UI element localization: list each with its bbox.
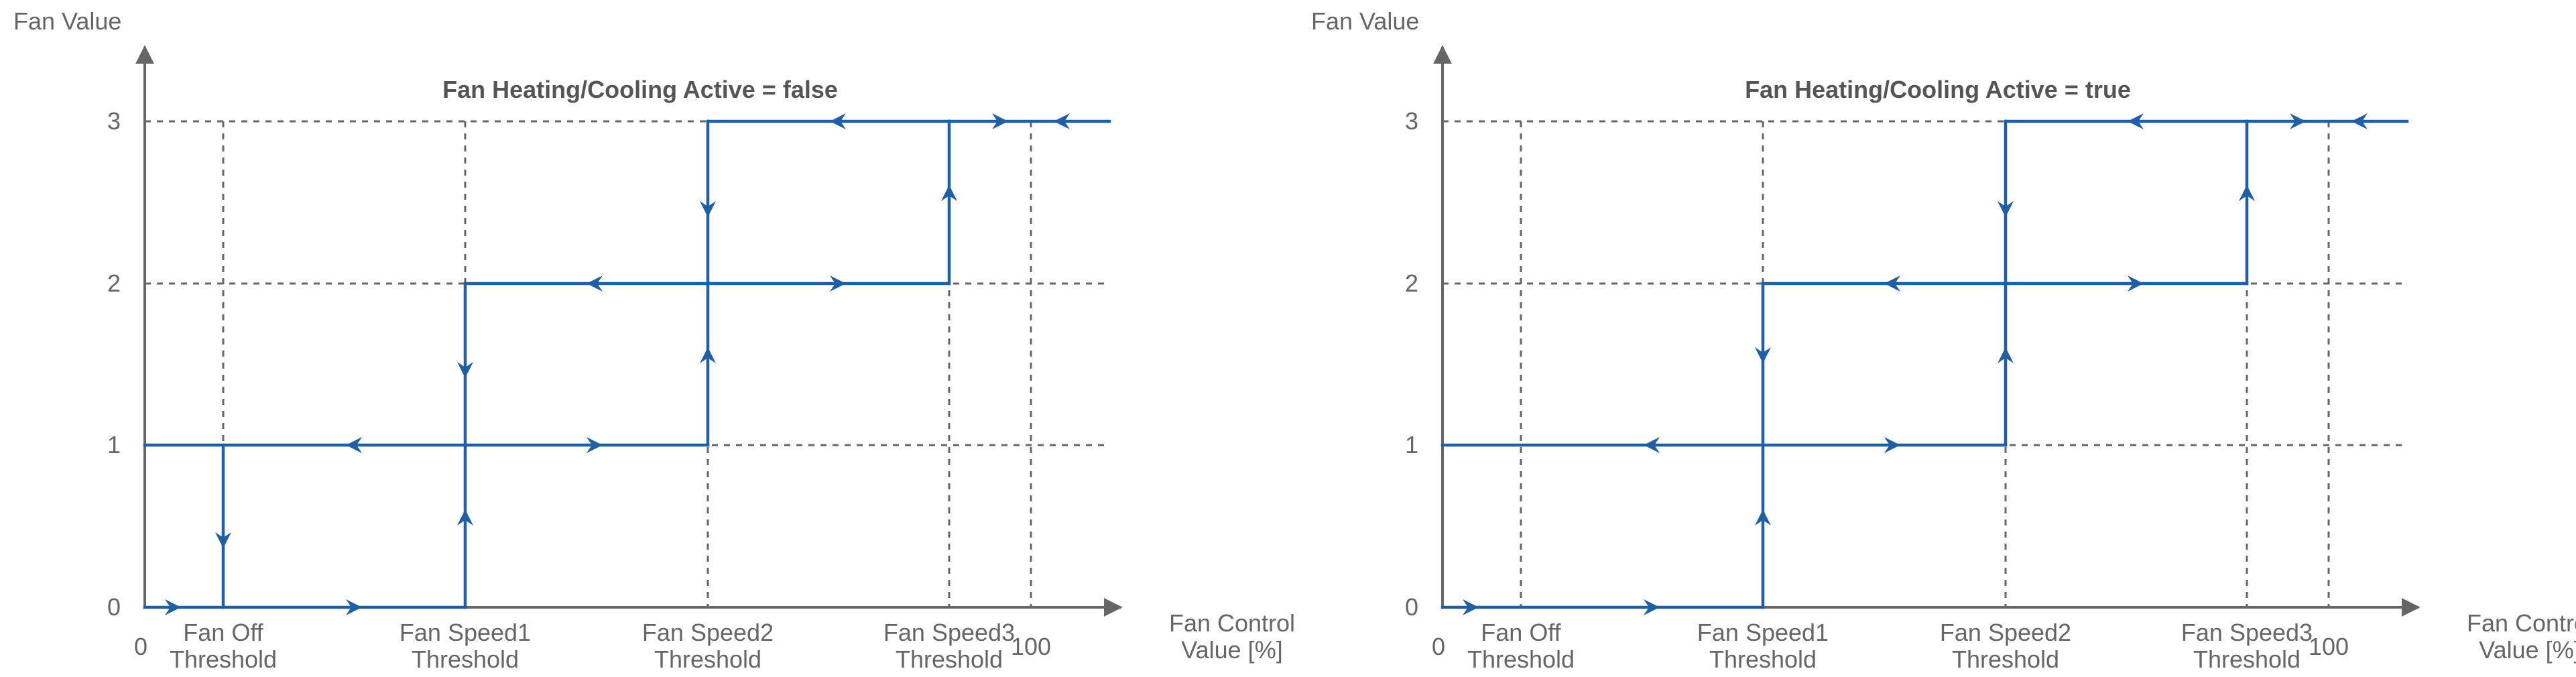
fan-trace xyxy=(1440,119,2409,609)
arrow-head-down xyxy=(700,201,716,217)
arrow-head-right xyxy=(346,599,362,615)
threshold-label: Threshold xyxy=(1952,645,2059,673)
x-origin-label: 0 xyxy=(1432,633,1445,660)
threshold-label: Threshold xyxy=(1467,645,1575,673)
threshold-label: Fan Speed2 xyxy=(1940,619,2071,646)
arrow-head-right xyxy=(1644,599,1660,615)
threshold-label: Threshold xyxy=(2193,645,2301,673)
x-axis-label: Value [%] xyxy=(1181,636,1282,664)
threshold-label: Fan Off xyxy=(1481,619,1561,646)
arrow-head-left xyxy=(587,275,603,292)
arrow-head-left xyxy=(1054,113,1070,129)
y-tick-label: 3 xyxy=(107,107,121,135)
x-axis-label: Fan Control xyxy=(1169,609,1295,637)
threshold-label: Threshold xyxy=(1709,645,1817,673)
arrow-head-right xyxy=(2290,113,2306,129)
arrow-head-up xyxy=(941,185,957,201)
arrow-head-down xyxy=(1998,201,2014,217)
arrow-head-down xyxy=(215,532,231,548)
trace-arrows xyxy=(1463,113,2368,615)
y-tick-label: 1 xyxy=(1405,431,1418,458)
arrow-head-right xyxy=(165,599,181,615)
x-end-label: 100 xyxy=(1011,633,1051,660)
threshold-label: Fan Speed1 xyxy=(400,619,531,646)
arrow-head-down xyxy=(457,362,473,378)
threshold-label: Threshold xyxy=(654,645,761,673)
y-tick-label: 3 xyxy=(1405,107,1418,135)
threshold-label: Fan Speed3 xyxy=(883,619,1015,646)
threshold-label: Fan Speed3 xyxy=(2181,619,2313,646)
arrow-head-up xyxy=(1998,347,2014,363)
fan-trace xyxy=(143,119,1111,609)
threshold-label: Threshold xyxy=(412,645,519,673)
arrow-head-left xyxy=(2351,113,2368,129)
arrow-head-up xyxy=(700,347,716,363)
panel-title: Fan Heating/Cooling Active = true xyxy=(1745,76,2131,103)
y-axis-label: Fan Value xyxy=(13,7,121,35)
y-tick-label: 0 xyxy=(1405,593,1418,621)
threshold-label: Fan Off xyxy=(183,619,263,646)
arrow-head-up xyxy=(457,509,473,526)
arrow-head-right xyxy=(830,275,846,292)
trace-arrows xyxy=(165,113,1070,615)
arrow-head-left xyxy=(2128,113,2144,129)
threshold-label: Threshold xyxy=(170,645,277,673)
panel-title: Fan Heating/Cooling Active = false xyxy=(442,76,838,103)
x-axis-label: Fan Control xyxy=(2467,609,2576,637)
x-origin-label: 0 xyxy=(134,633,147,660)
arrow-head-right xyxy=(1463,599,1479,615)
arrow-head-left xyxy=(1884,275,1900,292)
arrow-head-right xyxy=(2128,275,2144,292)
y-tick-label: 0 xyxy=(107,593,121,621)
y-tick-label: 2 xyxy=(1405,269,1418,297)
arrow-head-up xyxy=(2239,185,2255,201)
threshold-label: Fan Speed2 xyxy=(642,619,774,646)
arrow-head-right xyxy=(992,113,1008,129)
arrow-head-left xyxy=(1644,437,1660,453)
arrow-head-down xyxy=(1755,347,1771,363)
arrow-head-right xyxy=(587,437,603,453)
y-axis-label: Fan Value xyxy=(1311,7,1419,35)
arrow-head-left xyxy=(830,113,846,129)
y-tick-label: 1 xyxy=(107,431,121,458)
arrow-head-left xyxy=(346,437,362,453)
arrow-head-right xyxy=(1884,437,1900,453)
x-axis-label: Value [%] xyxy=(2479,636,2576,664)
threshold-label: Threshold xyxy=(896,645,1003,673)
arrow-head-up xyxy=(1755,509,1771,526)
threshold-label: Fan Speed1 xyxy=(1697,619,1829,646)
x-end-label: 100 xyxy=(2309,633,2349,660)
y-tick-label: 2 xyxy=(107,269,121,297)
